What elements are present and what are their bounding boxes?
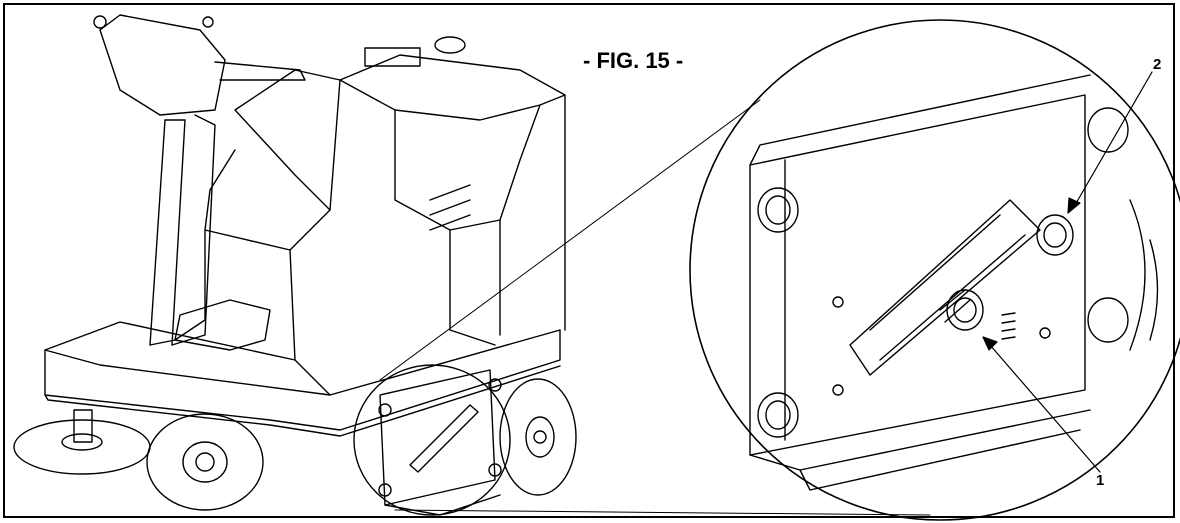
arrow-2-head [1067, 197, 1081, 214]
zoom-source-circle [353, 364, 511, 516]
steering-column [149, 119, 186, 346]
rear-wheel [499, 378, 577, 496]
sweeper-machine [13, 14, 577, 516]
detail-circle [689, 19, 1180, 521]
figure-frame [3, 3, 1175, 518]
callout-label-1: 1 [1096, 472, 1105, 489]
adjustment-knob-2 [1036, 214, 1074, 256]
knob-middle-right [1087, 297, 1129, 343]
chassis-base [44, 329, 561, 431]
knob-bottom-left [757, 392, 799, 438]
knob-top-right [1087, 107, 1129, 153]
arrow-1-line [989, 344, 1101, 473]
detail-view [689, 19, 1180, 521]
callout-arrows [982, 71, 1153, 473]
adjustment-knob-1 [946, 289, 984, 331]
side-brush [13, 419, 151, 475]
figure-title: - FIG. 15 - [583, 48, 684, 73]
access-panel-small [379, 369, 496, 506]
control-panel [99, 14, 226, 116]
filler-cap [434, 36, 466, 54]
callout-label-2: 2 [1153, 56, 1162, 73]
arrow-1-head [982, 336, 998, 351]
front-wheel [146, 413, 264, 511]
arrow-2-line [1074, 71, 1153, 206]
tank-body [289, 54, 566, 361]
knob-top-left [757, 187, 799, 233]
slotted-bracket [849, 199, 1041, 376]
access-panel-detail [749, 94, 1086, 456]
steering-handle [214, 61, 306, 81]
zoom-leader-lines [379, 99, 931, 516]
